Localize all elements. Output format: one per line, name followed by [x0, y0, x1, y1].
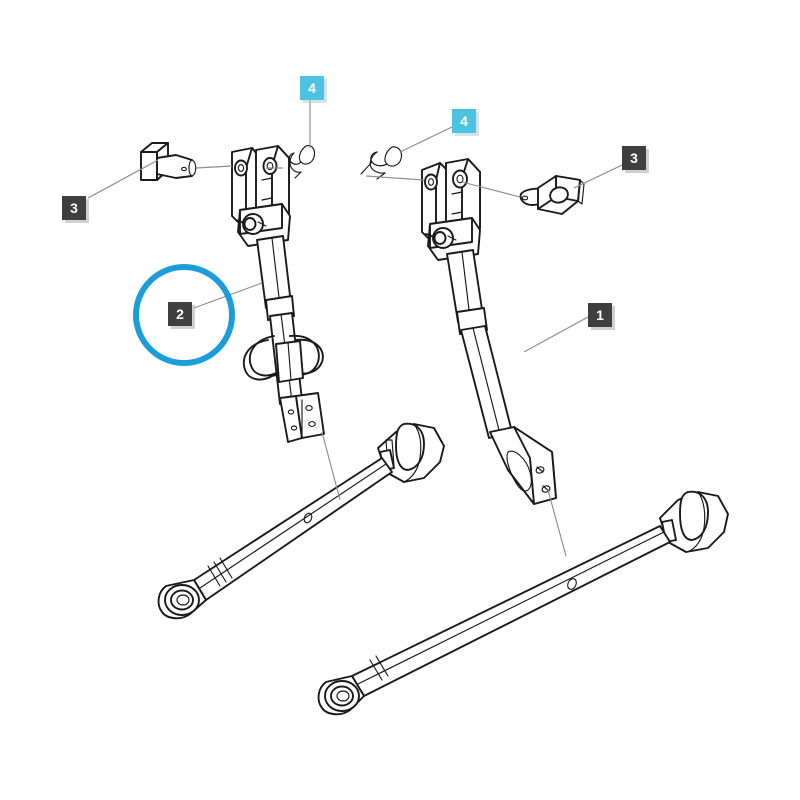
r-clip-right	[360, 146, 403, 180]
callout-2[interactable]: 2	[168, 302, 192, 326]
hitch-pin-right	[519, 175, 585, 215]
leader-3-right	[573, 164, 623, 189]
lower-link-arm-right	[317, 490, 729, 716]
leader-3-right-part	[461, 181, 521, 198]
hitch-pin-left	[140, 142, 197, 181]
callout-3-right[interactable]: 3	[622, 146, 646, 170]
leader-4-right	[399, 126, 453, 153]
callout-label: 4	[460, 113, 468, 129]
callout-label: 2	[176, 306, 184, 322]
highlight-circle	[133, 264, 235, 366]
leader-3-left-part	[195, 165, 233, 169]
callout-4-left[interactable]: 4	[300, 76, 324, 100]
leader-3-left	[87, 159, 159, 199]
callout-3-left[interactable]: 3	[62, 196, 86, 220]
lower-link-arm-left	[157, 422, 445, 620]
leader-rod2-to-link	[321, 431, 341, 501]
lift-rod-assembly-left	[231, 145, 325, 443]
callout-label: 1	[596, 307, 604, 323]
leader-1	[523, 316, 589, 353]
callout-label: 4	[308, 80, 316, 96]
callout-4-right[interactable]: 4	[452, 109, 476, 133]
lift-rod-assembly-right	[421, 158, 557, 505]
leader-4-right-part	[365, 175, 425, 181]
leader-rod1-to-link	[547, 489, 567, 557]
callout-label: 3	[630, 150, 638, 166]
callout-1[interactable]: 1	[588, 303, 612, 327]
callout-label: 3	[70, 200, 78, 216]
